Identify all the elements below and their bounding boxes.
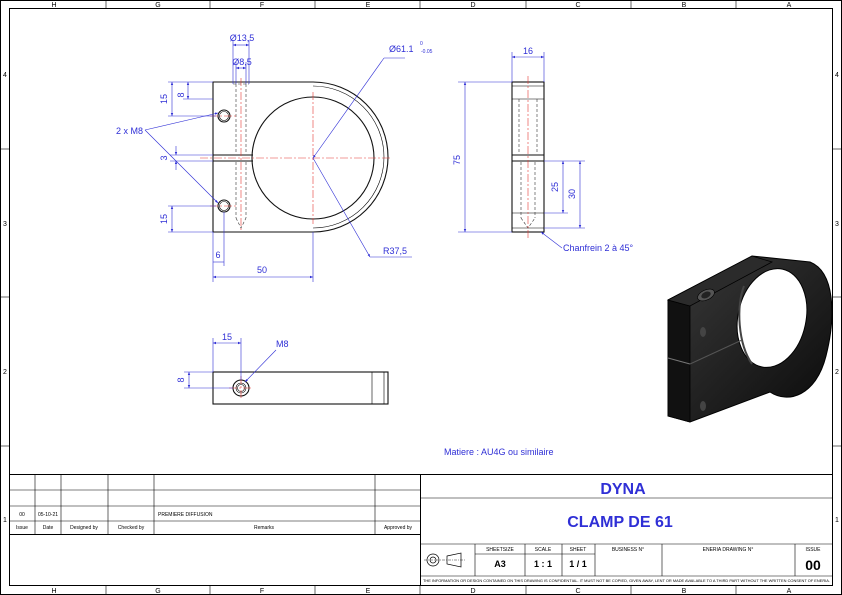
sheet-size-label: SHEETSIZE [486,547,514,553]
dim-r37-5: R37,5 [383,246,407,256]
dim-h30: 30 [567,189,577,199]
drawing-title: CLAMP DE 61 [567,514,673,531]
zone-col-f: F [260,2,264,9]
zone-col-g: G [155,2,160,9]
sheet-value: 1 / 1 [569,559,587,569]
dim-w6: 6 [215,250,220,260]
zone-labels-bottom: H G F E D C B A [51,588,791,595]
side-view [511,76,545,238]
zone-row-3: 3 [835,221,839,228]
issue-label: ISSUE [805,547,821,553]
scale-value: 1 : 1 [534,559,552,569]
top-view-dimensions: 15 M8 8 [176,332,289,389]
zone-col-h: H [51,2,56,9]
scale-label: SCALE [535,547,552,553]
rev-header-date: Date [43,525,54,531]
zone-col-h: H [51,588,56,595]
rev-issue: 00 [19,512,25,518]
zone-col-c: C [575,2,580,9]
material-note: Matiere : AU4G ou similaire [444,447,554,457]
issue-value: 00 [805,557,821,573]
dim-h8-bottom: 8 [176,377,186,382]
zone-col-e: E [366,588,371,595]
side-view-dimensions: 16 75 25 30 Chanfrein 2 à 45° [452,46,634,253]
dim-h15-top: 15 [159,94,169,104]
front-view [200,78,392,233]
dim-d61-1-tol-lower: -0.05 [421,49,433,55]
business-label: BUSINESS N° [612,547,644,553]
dim-d8-5: Ø8,5 [232,57,252,67]
dim-m8: M8 [276,339,289,349]
revision-table: 00 05-10-21 PREMIERE DIFFUSION Issue Dat… [9,474,421,535]
title-block: DYNA CLAMP DE 61 SHEETSIZE A3 SCALE 1 : … [420,474,833,586]
rev-header-remarks: Remarks [254,525,275,531]
isometric-view [666,255,833,423]
zone-row-2: 2 [3,369,7,376]
zone-col-d: D [470,588,475,595]
zone-row-4: 4 [3,72,7,79]
chamfer-note: Chanfrein 2 à 45° [563,243,634,253]
sheet-label: SHEET [570,547,587,553]
top-view [212,371,389,405]
zone-col-b: B [682,588,687,595]
dim-h3: 3 [159,155,169,160]
thread-note: 2 x M8 [116,126,143,136]
dim-h15-bottom: 15 [159,214,169,224]
zone-col-d: D [470,2,475,9]
dim-w16: 16 [523,46,533,56]
dim-w15-bottom: 15 [222,332,232,342]
zone-col-c: C [575,588,580,595]
zone-row-1: 1 [835,517,839,524]
zone-row-3: 3 [3,221,7,228]
zone-labels-left: 4 3 2 1 [3,72,7,524]
zone-labels-top: H G F E D C B A [51,2,791,9]
zone-row-2: 2 [835,369,839,376]
sheet-size-value: A3 [494,559,506,569]
zone-col-b: B [682,2,687,9]
projection-symbol-icon [424,552,465,568]
confidentiality-disclaimer: THE INFORMATION OR DESIGN CONTAINED ON T… [423,579,830,583]
dim-d61-1-tol-upper: 0 [420,41,423,47]
dim-h75: 75 [452,155,462,165]
rev-header-checked: Checked by [118,525,145,531]
rev-header-designed: Designed by [70,525,98,531]
zone-col-e: E [366,2,371,9]
front-outline [212,81,389,233]
dim-h8-top: 8 [176,92,186,97]
zone-col-a: A [787,2,792,9]
drawing-number-label: ENERIA DRAWING N° [703,547,754,553]
dim-h25: 25 [550,182,560,192]
zone-col-g: G [155,588,160,595]
rev-header-approved: Approved by [384,525,413,531]
dim-d13-5: Ø13,5 [230,33,255,43]
rev-date: 05-10-21 [38,512,58,518]
company-name: DYNA [600,481,646,498]
zone-col-f: F [260,588,264,595]
rev-remarks: PREMIERE DIFFUSION [158,512,213,518]
zone-row-4: 4 [835,72,839,79]
front-view-dimensions: Ø13,5 Ø8,5 Ø61.1 0 -0.05 15 8 3 15 2 x [116,33,433,282]
rev-header-issue: Issue [16,525,28,531]
zone-col-a: A [787,588,792,595]
dim-d61-1: Ø61.1 [389,44,414,54]
zone-labels-right: 4 3 2 1 [835,72,839,524]
dim-w50: 50 [257,265,267,275]
zone-row-1: 1 [3,517,7,524]
front-chamfer-edge [312,85,385,229]
